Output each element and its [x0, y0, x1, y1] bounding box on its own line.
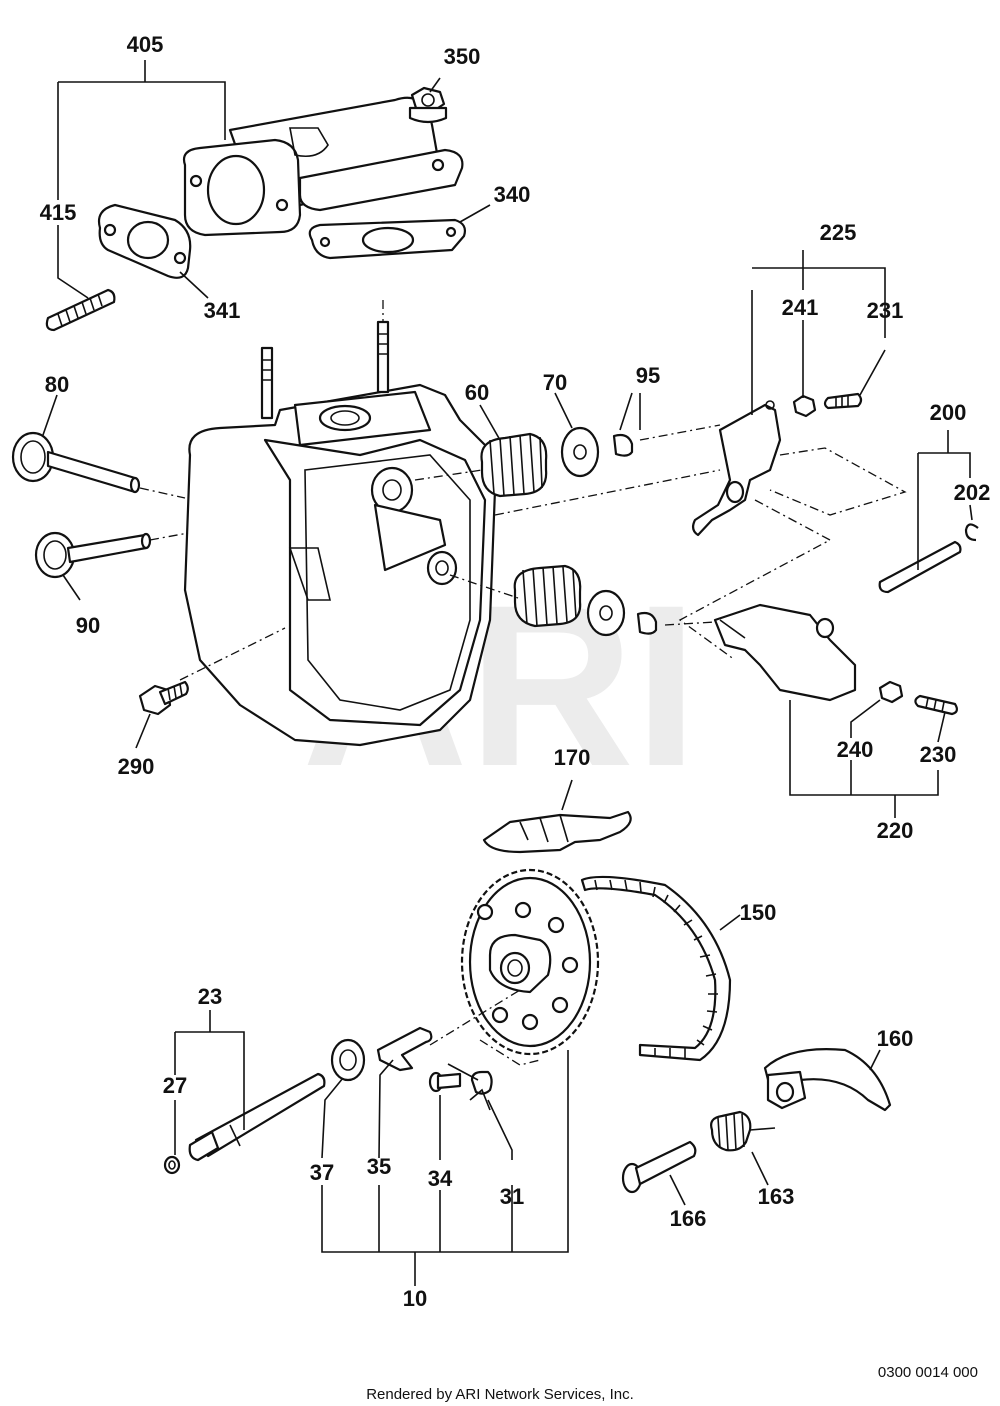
callout-231: 231 — [867, 298, 904, 323]
callout-350: 350 — [444, 44, 481, 69]
nut-part — [408, 86, 448, 124]
spring-plate-part — [330, 1038, 366, 1082]
callout-240: 240 — [837, 737, 874, 762]
callout-95: 95 — [636, 363, 660, 388]
callout-labels: 405 350 415 340 341 225 241 231 80 60 70… — [40, 32, 991, 1311]
callout-200: 200 — [930, 400, 967, 425]
rocker-nut-lower-part — [878, 680, 904, 704]
rocker-nut-upper-part — [792, 394, 817, 418]
intake-gasket-part — [97, 203, 192, 279]
callout-405: 405 — [127, 32, 164, 57]
callout-10: 10 — [403, 1286, 427, 1311]
cylinder-head-part — [183, 320, 497, 747]
tensioner-spring-part — [710, 1110, 776, 1152]
callout-80: 80 — [45, 372, 69, 397]
chain-tensioner-part — [763, 1048, 892, 1112]
exhaust-valve-part — [11, 431, 141, 494]
weight-pin-part — [428, 1071, 462, 1093]
callout-290: 290 — [118, 754, 155, 779]
callout-166: 166 — [670, 1206, 707, 1231]
callout-170: 170 — [554, 745, 591, 770]
rocker-arm-intake-part — [713, 603, 857, 702]
valve-spring-part — [480, 432, 548, 498]
render-credit: Rendered by ARI Network Services, Inc. — [366, 1386, 634, 1403]
callout-225: 225 — [820, 220, 857, 245]
callout-27: 27 — [163, 1073, 187, 1098]
callout-150: 150 — [740, 900, 777, 925]
callout-230: 230 — [920, 742, 957, 767]
callout-341: 341 — [204, 298, 241, 323]
intake-valve-part — [34, 531, 152, 579]
cam-sprocket-part — [460, 868, 600, 1056]
retaining-clip-part — [964, 523, 979, 542]
callout-37: 37 — [310, 1160, 334, 1185]
adjust-screw-upper-part — [823, 392, 863, 410]
decomp-spring-part — [447, 1063, 493, 1111]
callout-70: 70 — [543, 370, 567, 395]
timing-chain-part — [580, 875, 732, 1062]
callout-415: 415 — [40, 200, 77, 225]
valve-keeper-part — [612, 433, 658, 635]
callout-35: 35 — [367, 1154, 391, 1179]
leader-lines — [42, 60, 973, 1286]
intake-elbow-part — [182, 96, 464, 237]
head-bolt-part — [138, 680, 189, 716]
thrust-washer-part — [163, 1155, 181, 1175]
callout-202: 202 — [954, 480, 991, 505]
valve-spring-lower-part — [513, 564, 582, 628]
chain-guide-part — [482, 810, 632, 854]
callout-160: 160 — [877, 1026, 914, 1051]
elbow-gasket-part — [308, 218, 467, 260]
callout-23: 23 — [198, 984, 222, 1009]
decompressor-weight-part — [376, 1026, 433, 1072]
callout-241: 241 — [782, 295, 819, 320]
stud-part — [45, 288, 116, 332]
rocker-arm-exhaust-part — [691, 400, 782, 537]
camshaft-part — [188, 1072, 326, 1162]
tensioner-pin-part — [621, 1140, 697, 1194]
alignment-lines — [139, 300, 907, 1066]
callout-220: 220 — [877, 818, 914, 843]
diagram-code: 0300 0014 000 — [877, 1364, 978, 1381]
callout-90: 90 — [76, 613, 100, 638]
callout-60: 60 — [465, 380, 489, 405]
rocker-shaft-part — [878, 540, 962, 594]
callout-340: 340 — [494, 182, 531, 207]
adjust-screw-lower-part — [914, 694, 959, 716]
callout-163: 163 — [758, 1184, 795, 1209]
callout-34: 34 — [428, 1166, 453, 1191]
spring-retainer-part — [560, 426, 626, 637]
callout-31: 31 — [500, 1184, 524, 1209]
